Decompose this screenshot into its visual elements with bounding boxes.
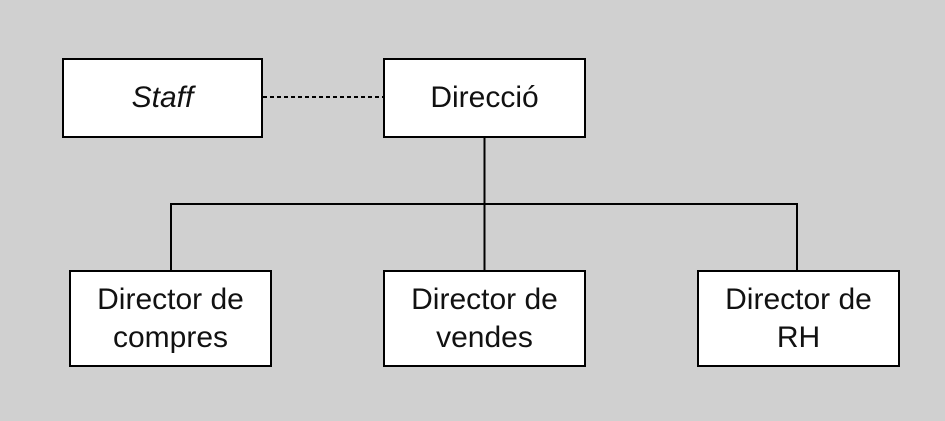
- node-staff: Staff: [62, 58, 263, 138]
- node-director-compres-label: Director de compres: [97, 282, 244, 354]
- node-direccio-label: Direcció: [430, 81, 539, 114]
- node-director-compres: Director de compres: [69, 270, 272, 367]
- node-director-vendes-label: Director de vendes: [411, 282, 558, 354]
- node-director-rh-label: Director de RH: [725, 282, 872, 354]
- node-director-vendes: Director de vendes: [383, 270, 586, 367]
- node-staff-label: Staff: [131, 81, 194, 114]
- node-director-rh: Director de RH: [697, 270, 900, 367]
- node-direccio: Direcció: [383, 58, 586, 138]
